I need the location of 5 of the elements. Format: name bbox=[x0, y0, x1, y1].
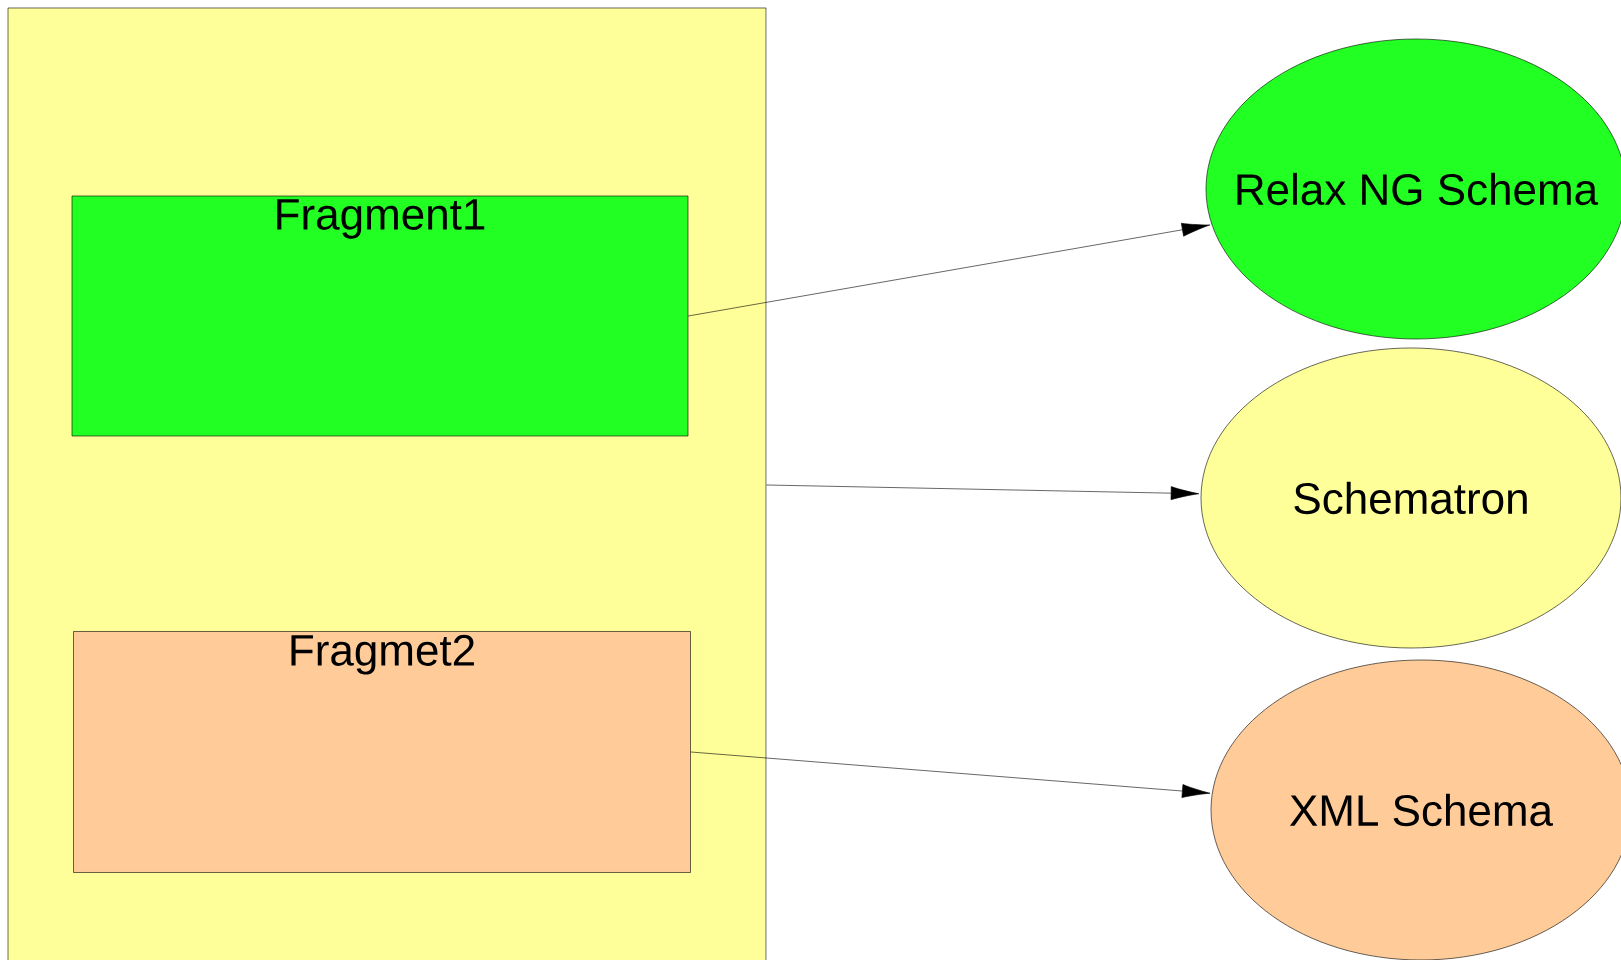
fragment-box: Fragmet2 bbox=[73, 631, 691, 873]
fragment-box: Fragment1 bbox=[71, 195, 689, 437]
arrow bbox=[690, 751, 1211, 798]
arrow bbox=[688, 223, 1211, 317]
arrow bbox=[766, 484, 1200, 501]
